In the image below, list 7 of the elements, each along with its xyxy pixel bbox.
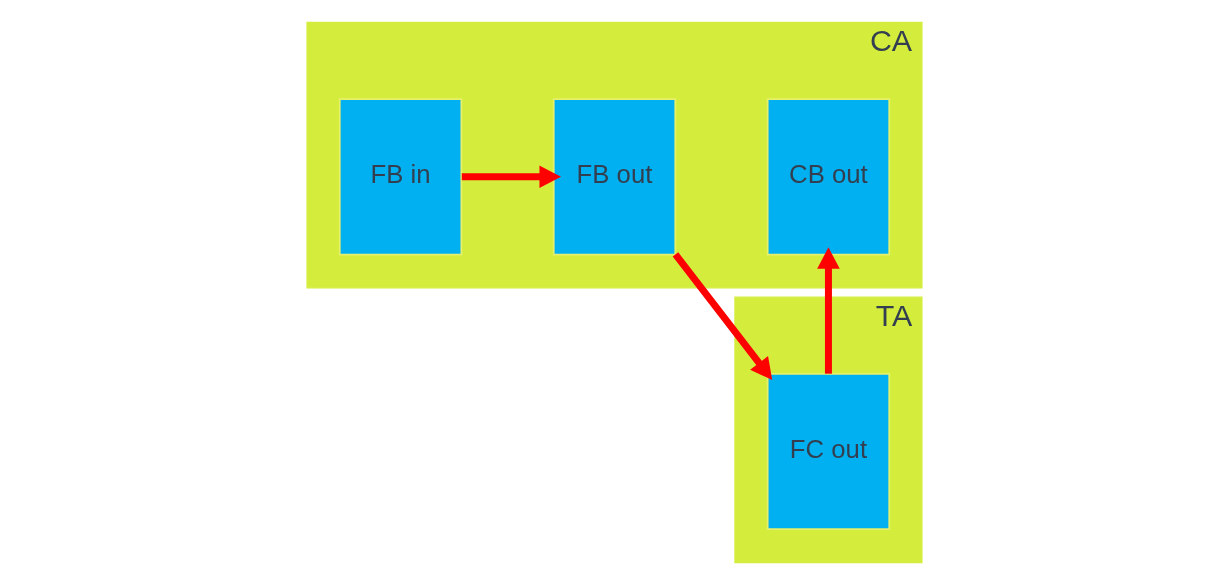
- arrow: [817, 247, 840, 374]
- node-box: FC out: [766, 372, 891, 531]
- arrow: [672, 252, 773, 381]
- node-box: CB out: [766, 98, 891, 256]
- node-box: FB in: [338, 98, 463, 256]
- arrow: [461, 165, 561, 189]
- node-box: FB out: [552, 98, 677, 256]
